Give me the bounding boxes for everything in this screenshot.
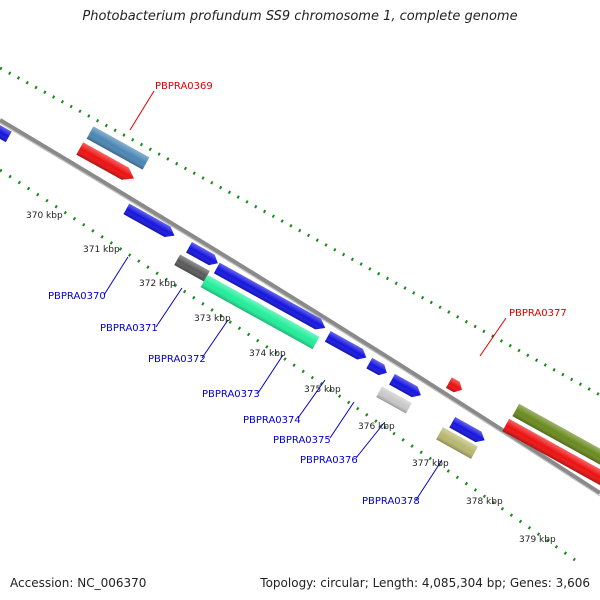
feature-pbpra0373[interactable] (213, 262, 328, 334)
scale-label-377: 377 kbp (412, 459, 449, 469)
gene-label-pbpra0377[interactable]: PBPRA0377 (509, 308, 567, 319)
scale-label-375: 375 kbp (304, 385, 341, 395)
feature-pbpra0370[interactable] (123, 203, 177, 241)
gene-label-pbpra0372[interactable]: PBPRA0372 (148, 354, 206, 365)
feature-blue-arrow-3[interactable] (389, 373, 424, 400)
map-title: Photobacterium profundum SS9 chromosome … (82, 9, 518, 24)
gene-label-pbpra0373[interactable]: PBPRA0373 (202, 389, 260, 400)
scale-label-378: 378 kbp (466, 497, 503, 507)
gene-label-pbpra0375[interactable]: PBPRA0375 (273, 435, 331, 446)
feature-pbpra0368[interactable] (0, 120, 12, 143)
gene-label-pbpra0376[interactable]: PBPRA0376 (300, 455, 358, 466)
chromosome-backbone (0, 118, 600, 495)
feature-pbpra0371[interactable] (174, 254, 210, 282)
scale-label-376: 376 kbp (358, 422, 395, 432)
scale-label-370: 370 kbp (26, 211, 63, 221)
topology-value: circular; (320, 576, 369, 590)
scale-label-372: 372 kbp (139, 279, 176, 289)
scale-label-374: 374 kbp (249, 349, 286, 359)
genes-value: 3,606 (555, 576, 590, 590)
inner-tick-track (0, 168, 576, 562)
feature-pbpra0376[interactable] (449, 417, 487, 445)
genes-label: Genes: (509, 576, 552, 590)
feature-blue-small-2[interactable] (366, 357, 389, 378)
feature-blue-small-1[interactable] (186, 241, 221, 268)
length-label: Length: (372, 576, 419, 590)
feature-red-arrow-1[interactable] (76, 142, 137, 184)
chromosome-backbone-shadow (0, 122, 600, 497)
gene-label-pbpra0369[interactable]: PBPRA0369 (155, 81, 213, 92)
feature-pbpra0374[interactable] (324, 331, 369, 363)
gene-label-pbpra0374[interactable]: PBPRA0374 (243, 415, 301, 426)
feature-olive[interactable] (512, 403, 600, 477)
outer-tick-track (0, 66, 600, 397)
accession-label: Accession: (10, 576, 74, 590)
leader-lines (103, 90, 507, 501)
genome-stats: Topology: circular; Length: 4,085,304 bp… (260, 576, 590, 590)
length-value: 4,085,304 bp; (421, 576, 507, 590)
feature-red-long[interactable] (502, 418, 600, 492)
feature-pbpra0378[interactable] (436, 427, 478, 459)
scale-label-379: 379 kbp (519, 535, 556, 545)
topology-label: Topology: (260, 576, 317, 590)
scale-label-373: 373 kbp (194, 314, 231, 324)
feature-pbpra0377[interactable] (445, 377, 465, 395)
gene-label-pbpra0371[interactable]: PBPRA0371 (100, 323, 158, 334)
scale-label-371: 371 kbp (83, 245, 120, 255)
gene-label-pbpra0370[interactable]: PBPRA0370 (48, 291, 106, 302)
feature-pbpra0375[interactable] (376, 386, 412, 414)
accession-info: Accession: NC_006370 (10, 576, 146, 590)
feature-pbpra0369[interactable] (86, 126, 150, 170)
feature-pbpra0372[interactable] (200, 274, 320, 350)
gene-label-pbpra0378[interactable]: PBPRA0378 (362, 496, 420, 507)
accession-value: NC_006370 (77, 576, 147, 590)
